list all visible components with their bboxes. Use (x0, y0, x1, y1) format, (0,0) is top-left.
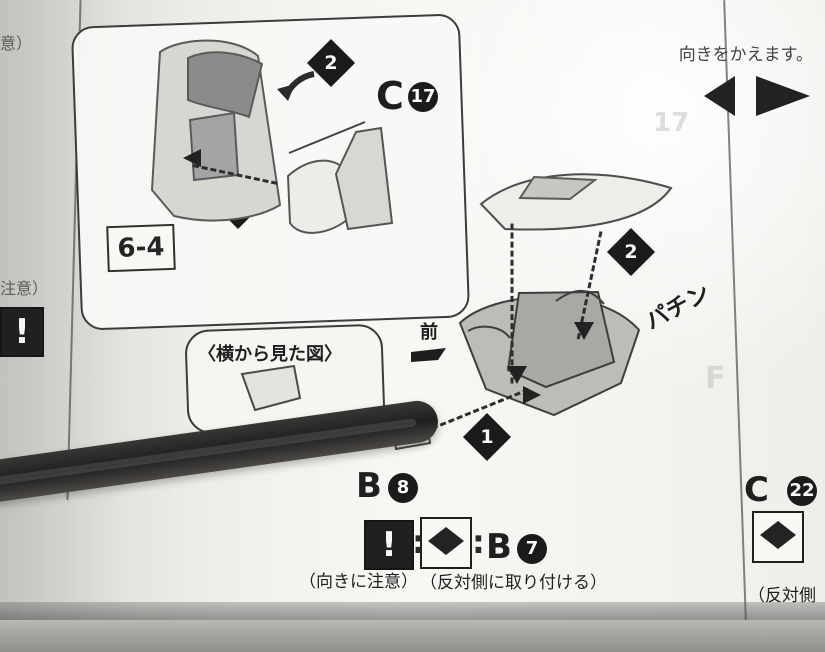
right-opposite-side-icon (752, 511, 804, 563)
step-one-diamond-top: 1 (213, 180, 263, 230)
step-two-diamond-right: 2 (606, 227, 656, 277)
dashed-arrow-top-left-head (183, 149, 201, 167)
background-mark-right: F (705, 361, 726, 396)
right-part-number: 22 (789, 480, 815, 501)
side-view-label: 〈横から見た図〉 (198, 344, 342, 365)
left-caution-fragment: 注意） (0, 279, 49, 298)
part-b7-letter: B (486, 527, 512, 567)
step-two-number-right: 2 (624, 241, 638, 263)
right-part-label: C (744, 470, 769, 510)
step-badge: 6-4 (106, 223, 176, 273)
part-b7-label: B (486, 527, 512, 567)
caution-icon-left: ! (0, 307, 44, 357)
opposite-side-caption: （反対側に取り付ける） (420, 573, 607, 593)
top-right-instruction: 向きをかえます。 (678, 45, 813, 65)
step-one-number-bottom: 1 (480, 426, 494, 448)
right-part-number-circle: 22 (787, 476, 817, 506)
dashed-arrow-upper-center (510, 223, 514, 384)
page-bottom-shadow (0, 602, 825, 620)
top-left-fragment: 意） (0, 34, 33, 53)
colon-separator-2: : (472, 523, 485, 561)
part-c17-number: 17 (410, 86, 436, 107)
part-b7-number: 7 (525, 538, 539, 559)
background-mark-top: 17 (653, 108, 690, 138)
right-opposite-fragment: （反対側 (748, 586, 816, 606)
part-b7-number-circle: 7 (517, 534, 547, 564)
part-c17-number-circle: 17 (408, 82, 438, 112)
dashed-arrow-upper-center-head (507, 366, 527, 384)
part-c17-label: C (376, 74, 404, 118)
part-b8-number-circle: 8 (388, 473, 418, 503)
dashed-arrow-bottom-head (523, 386, 541, 404)
right-part-letter: C (744, 470, 769, 510)
dashed-arrow-upper-right-head (574, 322, 594, 340)
front-label: 前 (420, 322, 438, 343)
opposite-side-icon (420, 517, 472, 569)
step-two-number-top: 2 (324, 52, 338, 74)
step-one-diamond-bottom: 1 (462, 412, 512, 462)
step-one-number-top: 1 (231, 194, 245, 216)
top-step-panel (70, 13, 471, 331)
part-c17-letter: C (376, 74, 404, 118)
part-b8-number: 8 (396, 477, 410, 498)
step-two-diamond-top: 2 (306, 38, 356, 88)
part-b8-letter: B (356, 466, 382, 506)
desk-surface (0, 620, 825, 652)
caution-caption: （向きに注意） (299, 572, 418, 592)
part-b8-label: B (356, 466, 382, 506)
caution-icon: ! (364, 520, 414, 570)
